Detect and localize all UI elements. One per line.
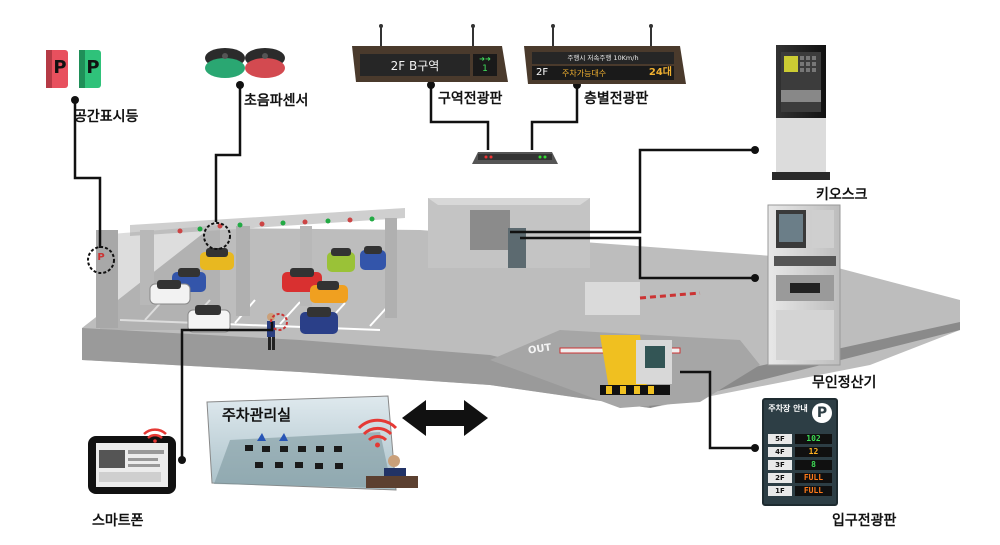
car — [300, 307, 338, 334]
board-row-floor: 1F — [768, 486, 792, 496]
parking-p-icon: P — [812, 403, 832, 423]
label-zone-board: 구역전광판 — [438, 91, 503, 107]
entrance-board-title: 주차장 안내 — [768, 404, 808, 413]
label-payment-machine: 무인정산기 — [812, 375, 877, 391]
entrance-board-row: 5F 102 — [768, 434, 832, 444]
entrance-board-device: 주차장 안내 P 5F 102 4F 12 3F 8 2F FULL 1F FU… — [762, 398, 838, 506]
parked-cars — [149, 246, 386, 334]
board-row-floor: 4F — [768, 447, 792, 457]
board-row-value: FULL — [795, 473, 832, 483]
label-ultrasonic-sensor: 초음파센서 — [244, 93, 309, 109]
board-row-floor: 3F — [768, 460, 792, 470]
floor-board-count: 24대 — [648, 67, 672, 78]
kiosk-device — [772, 45, 830, 180]
smartphone-device — [88, 436, 176, 494]
indicator-letter-red: P — [53, 57, 67, 78]
network-router — [472, 152, 558, 164]
control-room-image — [206, 395, 418, 491]
zone-board-number: 1 — [482, 64, 488, 74]
person-figure — [267, 313, 275, 350]
zone-board-device — [352, 24, 508, 82]
board-row-floor: 2F — [768, 473, 792, 483]
car — [187, 305, 231, 333]
sensor-highlight-circle — [203, 222, 231, 250]
entrance-board-row: 2F FULL — [768, 473, 832, 483]
floor-board-top-text: 주행시 저속주행 10Km/h — [567, 54, 639, 62]
phone-highlight-circle — [270, 313, 288, 331]
indicator-letter-green: P — [86, 57, 100, 78]
label-kiosk: 키오스크 — [816, 187, 868, 203]
smartphone-wifi-icon — [143, 428, 167, 443]
car — [327, 248, 355, 272]
control-room-wifi-icon — [357, 418, 398, 448]
floor-board-message: 주차가능대수 — [562, 69, 607, 78]
label-smartphone: 스마트폰 — [92, 513, 144, 529]
entrance-board-row: 4F 12 — [768, 447, 832, 457]
board-row-value: 12 — [795, 447, 832, 457]
parking-structure — [96, 198, 590, 330]
zone-board-text: 2F B구역 — [390, 59, 440, 73]
space-indicator-lamps — [46, 50, 101, 88]
label-floor-board: 층별전광판 — [584, 91, 649, 107]
bidirectional-arrow-icon — [402, 400, 488, 436]
payment-machine-device — [767, 204, 841, 366]
car — [149, 280, 191, 305]
barrier-gate — [559, 282, 701, 395]
floor-board-floor: 2F — [536, 67, 549, 78]
label-space-indicator: 공간표시등 — [74, 109, 139, 125]
pillar-p-marker: P — [97, 252, 105, 263]
entrance-board-row: 3F 8 — [768, 460, 832, 470]
board-row-value: 102 — [795, 434, 832, 444]
entrance-board-row: 1F FULL — [768, 486, 832, 496]
ultrasonic-sensor-devices — [205, 48, 285, 78]
car — [360, 246, 386, 270]
car — [310, 281, 348, 303]
board-row-floor: 5F — [768, 434, 792, 444]
label-control-room: 주차관리실 — [222, 406, 292, 424]
car — [200, 248, 234, 270]
board-row-value: 8 — [795, 460, 832, 470]
label-entrance-board: 입구전광판 — [832, 513, 897, 529]
connector-lines — [73, 85, 755, 460]
board-row-value: FULL — [795, 486, 832, 496]
floor-board-device — [524, 24, 686, 84]
zone-board-arrow: ➜➜ — [479, 55, 491, 63]
